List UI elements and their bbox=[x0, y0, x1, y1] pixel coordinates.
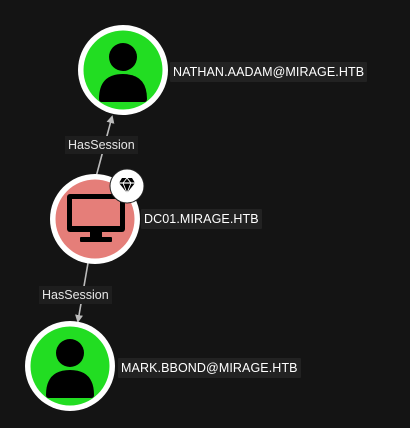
diamond-icon bbox=[119, 177, 135, 195]
node-nathan-user[interactable] bbox=[78, 25, 168, 115]
node-label-nathan[interactable]: NATHAN.AADAM@MIRAGE.HTB bbox=[170, 62, 368, 82]
edge-label-dc01-mark[interactable]: HasSession bbox=[39, 286, 112, 304]
node-mark-user[interactable] bbox=[25, 321, 115, 411]
diamond-badge bbox=[109, 168, 145, 204]
node-label-dc01[interactable]: DC01.MIRAGE.HTB bbox=[141, 209, 262, 229]
edge-label-dc01-nathan[interactable]: HasSession bbox=[65, 136, 138, 154]
node-label-mark[interactable]: MARK.BBOND@MIRAGE.HTB bbox=[118, 358, 301, 378]
user-icon bbox=[46, 339, 94, 398]
user-icon bbox=[99, 43, 147, 102]
monitor-icon bbox=[67, 194, 125, 242]
